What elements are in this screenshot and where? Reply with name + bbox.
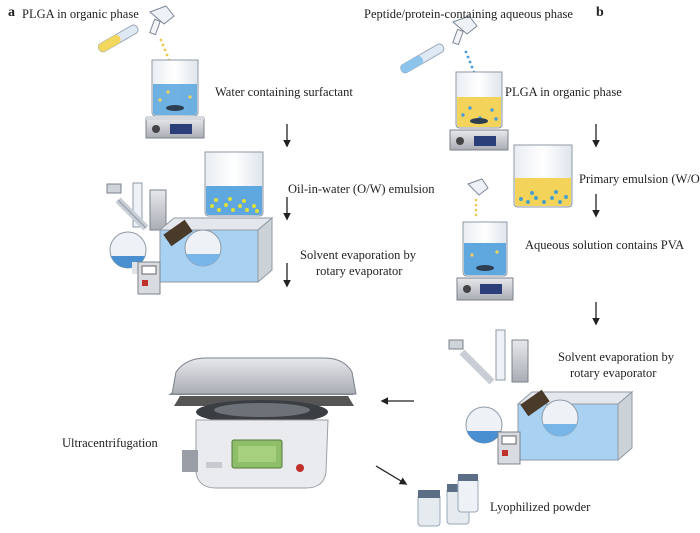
emulsion-beaker-b (513, 144, 573, 208)
step-label: Water containing surfactant (215, 85, 353, 99)
step-label: PLGA in organic phase (505, 85, 622, 99)
step-label: rotary evaporator (570, 366, 657, 380)
rotary-evaporator-a (106, 182, 274, 295)
step-label: Primary emulsion (W/O) (579, 172, 700, 186)
emulsion-beaker-a (204, 151, 264, 217)
panel-a-letter: a (8, 5, 15, 20)
ultracentrifuge-machine (168, 357, 357, 489)
step-label: Oil-in-water (O/W) emulsion (288, 182, 435, 196)
pipette-icon-b2 (467, 178, 489, 196)
step-label: Aqueous solution contains PVA (525, 238, 685, 252)
rotary-evaporator-b (448, 329, 634, 465)
vial-icon-b (400, 43, 445, 74)
vial-icon (97, 24, 139, 53)
beaker-stirrer-b2 (456, 221, 514, 301)
pipette-icon (149, 5, 175, 36)
step-label: rotary evaporator (316, 264, 403, 278)
panel-b-letter: b (596, 5, 604, 20)
step-label: Solvent evaporation by (300, 248, 416, 262)
step-label: Ultracentrifugation (62, 436, 158, 450)
beaker-stirrer-a (145, 59, 205, 139)
lyophilized-vials (417, 474, 479, 527)
step-label: Solvent evaporation by (558, 350, 674, 364)
beaker-stirrer-b (449, 71, 509, 151)
pipette-icon-b (452, 15, 478, 46)
step-label: Peptide/protein-containing aqueous phase (364, 7, 573, 21)
step-label: Lyophilized powder (490, 500, 591, 514)
step-label: PLGA in organic phase (22, 7, 139, 21)
